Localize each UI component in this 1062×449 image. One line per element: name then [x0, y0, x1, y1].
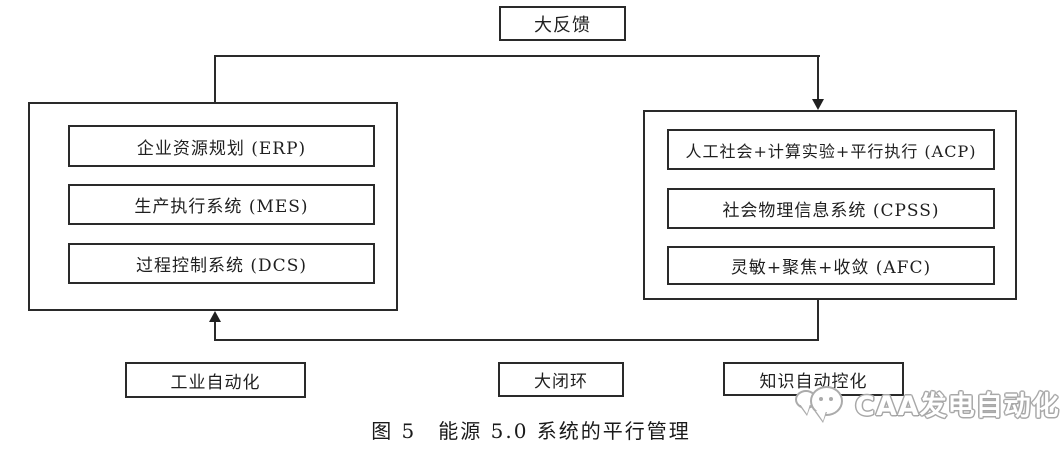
feedback-label: 大反馈: [534, 14, 591, 36]
figure-caption: 图 5 能源 5.0 系统的平行管理: [371, 419, 691, 443]
watermark: CAA发电自动化: [793, 378, 1060, 428]
industrial-automation-box: 工业自动化: [125, 362, 306, 398]
cpss-label: 社会物理信息系统 (CPSS): [722, 201, 940, 221]
dcs-label: 过程控制系统 (DCS): [136, 256, 307, 276]
feedback-left-drop-line: [214, 55, 216, 103]
big-closed-loop-label: 大闭环: [534, 372, 588, 392]
return-left-rise-line: [214, 319, 216, 341]
watermark-text: CAA发电自动化: [855, 390, 1060, 422]
mes-label: 生产执行系统 (MES): [134, 197, 309, 217]
feedback-right-drop-line: [817, 55, 819, 102]
feedback-label-box: 大反馈: [499, 6, 626, 41]
mes-box: 生产执行系统 (MES): [68, 184, 375, 225]
return-right-drop-line: [817, 300, 819, 341]
acp-box: 人工社会+计算实验+平行执行 (ACP): [667, 129, 995, 170]
industrial-automation-label: 工业自动化: [170, 372, 261, 393]
feedback-top-line: [214, 55, 820, 57]
arrowhead-up-icon: [209, 311, 221, 322]
big-closed-loop-box: 大闭环: [498, 362, 624, 397]
return-bottom-line: [214, 339, 819, 341]
cpss-box: 社会物理信息系统 (CPSS): [667, 188, 995, 229]
afc-label: 灵敏+聚焦+收敛 (AFC): [730, 258, 932, 278]
right-panel-box: 人工社会+计算实验+平行执行 (ACP) 社会物理信息系统 (CPSS) 灵敏+…: [643, 110, 1017, 300]
knowledge-automation-label: 知识自动控化: [759, 371, 868, 392]
afc-box: 灵敏+聚焦+收敛 (AFC): [667, 246, 995, 285]
erp-box: 企业资源规划 (ERP): [68, 125, 375, 167]
erp-label: 企业资源规划 (ERP): [136, 138, 307, 159]
acp-label: 人工社会+计算实验+平行执行 (ACP): [685, 141, 977, 161]
arrowhead-down-icon: [812, 99, 824, 110]
chat-bubbles-logo-icon: [793, 378, 855, 428]
dcs-box: 过程控制系统 (DCS): [68, 243, 375, 284]
left-panel-box: 企业资源规划 (ERP) 生产执行系统 (MES) 过程控制系统 (DCS): [28, 102, 398, 311]
